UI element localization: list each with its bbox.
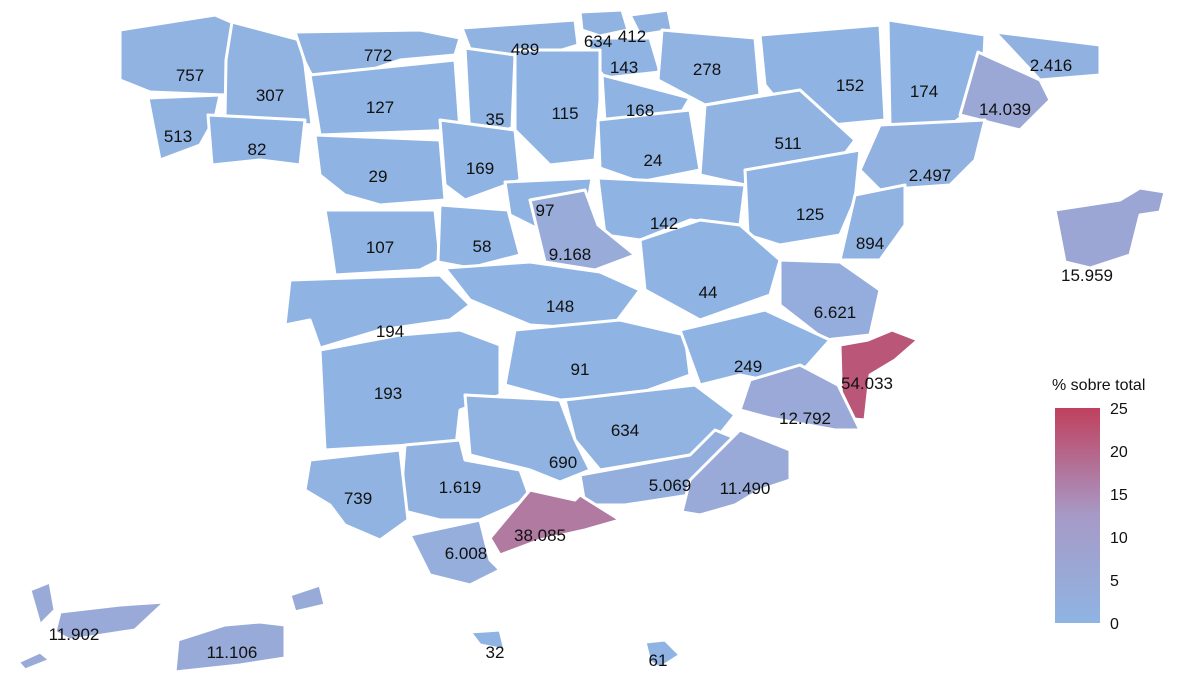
legend: % sobre total 25 20 15 10 5 0 [1052,377,1145,633]
province-region [958,50,1052,132]
province-region [438,118,522,202]
province-label: 58 [473,237,492,256]
province-label: 107 [366,238,394,257]
province-region [408,518,502,587]
province-label: 35 [486,110,505,129]
province-label: 125 [796,205,824,224]
province-label: 15.959 [1061,266,1113,285]
province-label: 513 [164,127,192,146]
legend-colorbar [1055,408,1100,623]
province-label: 24 [644,151,663,170]
province-label: 12.792 [779,409,831,428]
province-label: 148 [546,297,574,316]
province-label: 142 [650,214,678,233]
province-label: 2.497 [909,166,952,185]
province-label: 9.168 [549,245,592,264]
province-label: 168 [626,101,654,120]
province-label: 169 [466,159,494,178]
province-region [443,260,642,332]
province-region [146,93,222,162]
province-region [323,208,442,277]
province-region [778,258,882,342]
province-region [578,8,630,38]
province-region [488,488,622,557]
legend-tick-label: 20 [1110,444,1128,461]
province-label: 11.902 [49,625,100,644]
province-region [596,108,702,184]
province-label: 14.039 [979,100,1031,119]
province-label: 634 [611,421,639,440]
province-region [838,183,907,262]
province-label: 5.069 [649,476,692,495]
province-region [463,393,592,484]
province-label: 97 [536,201,555,220]
legend-tick-label: 15 [1110,487,1128,504]
province-label: 38.085 [514,526,566,545]
province-label: 757 [176,66,204,85]
province-label: 690 [549,453,577,472]
province-region [503,318,692,402]
province-label: 412 [618,27,646,46]
province-region [643,638,682,670]
province-region [206,113,307,167]
province-label: 152 [836,76,864,95]
province-region [993,30,1102,82]
province-region [1053,186,1167,270]
province-label: 772 [364,46,392,65]
province-label: 82 [248,140,267,159]
province-region [16,580,167,672]
province-label: 6.621 [814,303,857,322]
province-label: 54.033 [841,374,893,393]
province-label: 174 [910,82,938,101]
province-label: 143 [610,58,638,77]
province-region [173,583,327,674]
province-label: 115 [551,104,578,123]
province-label: 11.106 [207,643,258,662]
province-label: 29 [369,167,388,186]
province-label: 127 [366,98,394,117]
province-label: 307 [256,86,284,105]
province-label: 634 [584,32,612,51]
province-label: 11.490 [720,479,771,498]
province-region [303,448,410,542]
province-region [283,273,472,350]
province-region [436,203,522,270]
legend-tick-label: 5 [1110,573,1119,590]
province-region [680,428,792,517]
legend-title: % sobre total [1052,377,1145,394]
province-label: 2.416 [1030,56,1073,75]
province-label: 278 [693,60,721,79]
province-label: 489 [511,40,539,59]
province-region [463,46,517,142]
province-label: 61 [649,651,668,670]
legend-tick-label: 0 [1110,616,1119,633]
province-label: 32 [486,643,505,662]
province-region [638,218,782,322]
province-region [313,133,447,207]
province-label: 511 [774,134,801,153]
province-region [528,188,637,272]
province-label: 249 [734,357,762,376]
province-label: 91 [571,360,590,379]
province-label: 194 [376,322,404,341]
province-label: 6.008 [445,544,488,563]
province-label: 1.619 [439,478,482,497]
province-label: 739 [344,489,372,508]
province-label: 193 [374,384,402,403]
legend-tick-label: 10 [1110,530,1128,547]
province-region [858,118,987,192]
legend-tick-label: 25 [1110,401,1128,418]
province-label: 894 [856,234,884,253]
province-region [738,363,862,432]
province-region [468,628,507,652]
province-label: 44 [699,283,718,302]
